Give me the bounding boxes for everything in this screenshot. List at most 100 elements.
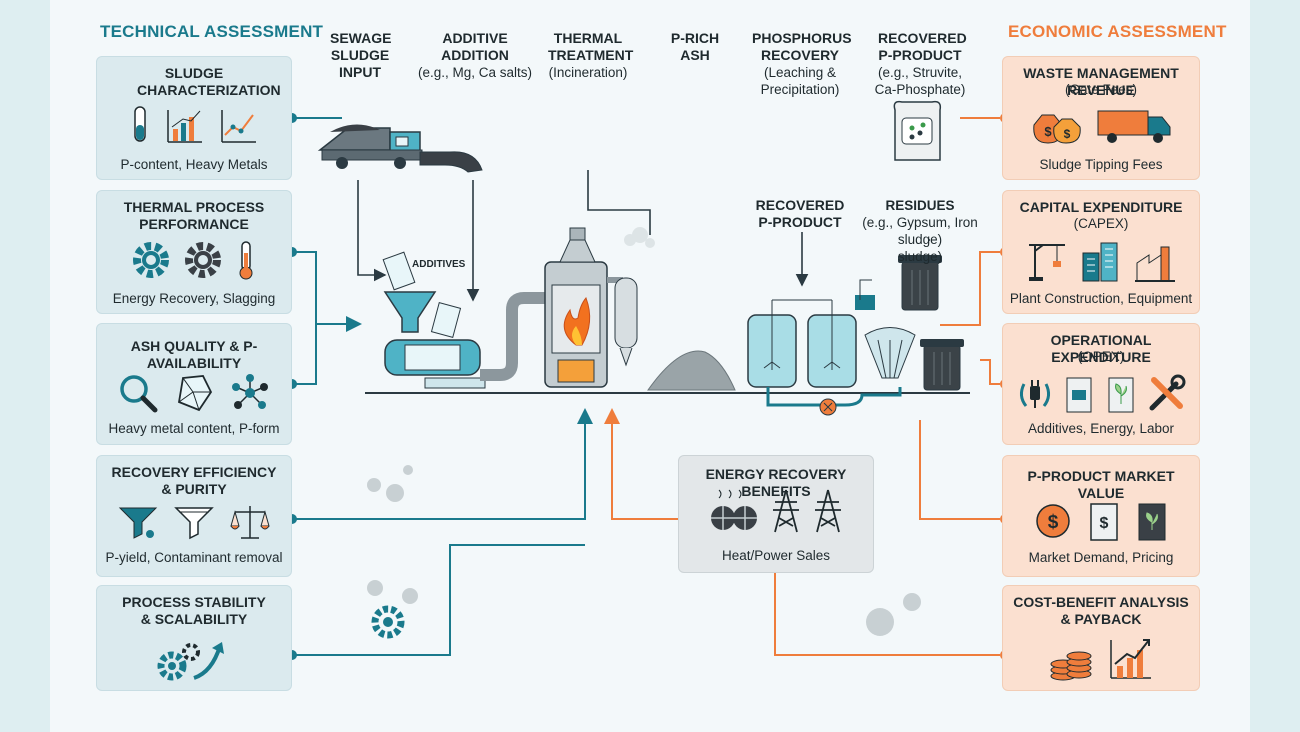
card-p-product-market-value[interactable]: P-PRODUCT MARKET VALUE $ $ Market Demand…	[1002, 455, 1200, 577]
additive-bag-icon	[1066, 377, 1092, 413]
fertilizer-sack-icon	[1138, 503, 1166, 541]
card-subtitle: P-yield, Contaminant removal	[105, 550, 283, 565]
residues-title: RESIDUES	[885, 198, 955, 213]
infographic-canvas: TECHNICAL ASSESSMENT ECONOMIC ASSESSMENT…	[50, 0, 1250, 732]
card-title-note: (CAPEX)	[1073, 216, 1129, 231]
step-title: SEWAGE SLUDGE INPUT	[330, 30, 392, 80]
card-icons	[97, 638, 291, 682]
balance-scale-icon	[230, 506, 270, 539]
ash-pile-icon	[647, 350, 736, 391]
thermometer-icon	[239, 241, 253, 280]
factory-icon	[1135, 246, 1175, 282]
card-subtitle: Additives, Energy, Labor	[1027, 421, 1175, 436]
incinerator-icon	[544, 227, 655, 388]
card-title: WASTE MANAGEMENT REVENUE	[1023, 65, 1179, 98]
card-subtitle: Heavy metal content, P-form	[108, 421, 280, 436]
svg-text:$: $	[1064, 127, 1071, 141]
step-title: ADDITIVE ADDITION	[441, 30, 509, 63]
gear-icon	[185, 242, 221, 278]
additives-label: ADDITIVES	[412, 259, 466, 270]
connector-layer	[287, 100, 1010, 660]
tools-icon	[1149, 374, 1186, 411]
card-recovery-efficiency[interactable]: RECOVERY EFFICIENCY & PURITY P-yield, Co…	[96, 455, 292, 577]
money-bags-icon: $$	[1033, 114, 1081, 144]
card-title: P-PRODUCT MARKET VALUE	[1027, 468, 1175, 501]
delivery-truck-icon	[1097, 110, 1171, 143]
step-title: RECOVERED P-PRODUCT	[878, 30, 967, 63]
card-title: CAPITAL EXPENDITURE	[1019, 199, 1183, 215]
step-sewage-sludge-input: SEWAGE SLUDGE INPUT	[330, 30, 392, 81]
power-pylon-icon	[773, 489, 799, 533]
card-subtitle: P-content, Heavy Metals	[120, 157, 268, 172]
card-subtitle: Market Demand, Pricing	[1028, 550, 1174, 565]
energy-box-title: ENERGY RECOVERY BENEFITS	[705, 466, 847, 499]
magnifier-icon	[120, 375, 158, 413]
card-title: SLUDGE CHARACTERIZATION	[137, 65, 281, 98]
step-recovered-p-product: RECOVERED P-PRODUCT(e.g., Struvite, Ca-P…	[870, 30, 970, 98]
step-p-rich-ash: P-RICH ASH	[667, 30, 723, 64]
mixer-unit-icon	[382, 251, 486, 389]
step-title: PHOSPHORUS RECOVERY	[752, 30, 852, 63]
step-title: P-RICH ASH	[670, 30, 720, 63]
card-icons	[97, 502, 291, 542]
card-cost-benefit-analysis[interactable]: COST-BENEFIT ANALYSIS & PAYBACK	[1002, 585, 1200, 691]
card-title: PROCESS STABILITY & SCALABILITY	[122, 594, 266, 627]
filter-funnel-icon	[118, 507, 158, 539]
product-bag-dollar-icon: $	[1090, 503, 1118, 541]
energy-recovery-benefits-box[interactable]: ENERGY RECOVERY BENEFITS Heat/Power Sale…	[678, 455, 874, 573]
residue-bin-icon	[898, 255, 964, 391]
line-chart-icon	[221, 110, 256, 143]
card-process-stability[interactable]: PROCESS STABILITY & SCALABILITY	[96, 585, 292, 691]
recovered-p-product-label: RECOVERED P-PRODUCT	[755, 197, 845, 230]
card-subtitle: Sludge Tipping Fees	[1039, 157, 1163, 172]
svg-text:$: $	[1048, 512, 1059, 533]
economic-connectors	[604, 117, 1000, 656]
step-phosphorus-recovery: PHOSPHORUS RECOVERY(Leaching & Precipita…	[752, 30, 852, 98]
step-note: (e.g., Struvite, Ca-Phosphate)	[874, 65, 966, 97]
card-opex[interactable]: OPERATIONAL EXPENDITURE (OPEX) Additives…	[1002, 323, 1200, 445]
card-capex[interactable]: CAPITAL EXPENDITURE (CAPEX) Plant Constr…	[1002, 190, 1200, 314]
step-thermal-treatment: THERMAL TREATMENT (Incineration)	[543, 30, 633, 81]
fertilizer-bag-icon	[1108, 377, 1134, 413]
technical-assessment-title: TECHNICAL ASSESSMENT	[100, 22, 324, 41]
separator-funnel-icon	[174, 507, 214, 540]
card-sludge-characterization[interactable]: SLUDGE CHARACTERIZATION P-content, Heavy…	[96, 56, 292, 180]
card-icons	[1003, 634, 1199, 682]
card-icons: $ $	[1003, 500, 1199, 542]
residues-label: RESIDUES (e.g., Gypsum, Iron sludge) sludg…	[840, 197, 1000, 265]
card-ash-quality[interactable]: ASH QUALITY & P-AVAILABILITY Heavy metal…	[96, 323, 292, 445]
crane-icon	[1029, 244, 1065, 281]
power-pylon-icon	[815, 489, 841, 533]
card-title-note: (OPEX)	[1077, 349, 1125, 364]
heat-wheels-icon	[711, 489, 757, 530]
dump-truck-icon	[317, 124, 483, 173]
step-title: THERMAL TREATMENT	[548, 30, 634, 63]
card-icons: $$	[1003, 105, 1199, 145]
card-subtitle: Energy Recovery, Slagging	[112, 291, 276, 306]
decorative-gears-icon	[367, 465, 921, 636]
dollar-coin-icon: $	[1036, 504, 1070, 538]
gears-growth-icon	[157, 642, 224, 681]
card-title-note: (Gate Fees)	[1064, 82, 1138, 97]
card-icons	[1003, 372, 1199, 414]
card-thermal-process-performance[interactable]: THERMAL PROCESS PERFORMANCE Energy Recov…	[96, 190, 292, 314]
bar-chart-icon	[167, 110, 202, 143]
growth-chart-icon	[1110, 639, 1151, 679]
technical-connectors	[292, 117, 593, 656]
card-subtitle: Plant Construction, Equipment	[1009, 291, 1193, 306]
test-tube-icon	[134, 106, 146, 142]
card-title-note: & PAYBACK	[1060, 611, 1142, 627]
energy-box-subtitle: Heat/Power Sales	[721, 548, 831, 563]
residues-note-2: sludge)	[897, 249, 943, 264]
product-bag-icon	[893, 100, 942, 161]
card-title: THERMAL PROCESS PERFORMANCE	[123, 199, 265, 232]
card-title: ASH QUALITY & P-AVAILABILITY	[130, 338, 258, 371]
card-waste-management-revenue[interactable]: WASTE MANAGEMENT REVENUE (Gate Fees) $$ …	[1002, 56, 1200, 180]
energy-plug-icon	[1019, 380, 1051, 408]
svg-text:$: $	[1044, 124, 1052, 139]
buildings-icon	[1082, 242, 1118, 282]
step-note: (Incineration)	[548, 65, 628, 80]
economic-assessment-title: ECONOMIC ASSESSMENT	[1008, 22, 1227, 41]
coin-stack-icon	[1050, 651, 1092, 681]
residues-note: (e.g., Gypsum, Iron sludge)	[862, 215, 978, 247]
